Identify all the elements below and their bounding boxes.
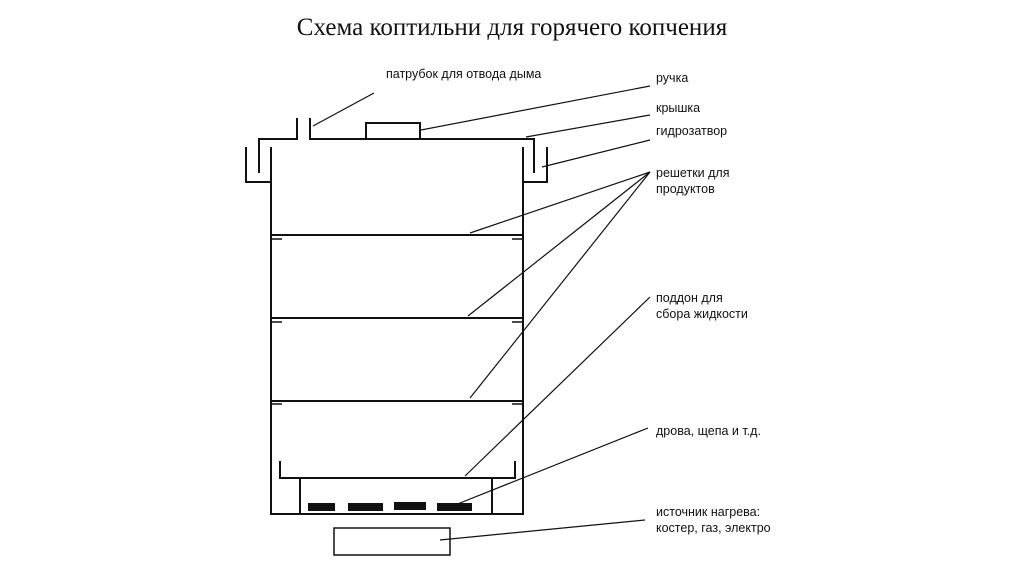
- label-pipe: патрубок для отвода дыма: [386, 67, 542, 81]
- wood-blocks: [308, 502, 472, 511]
- label-grates-line2: продуктов: [656, 182, 715, 196]
- label-grates-line1: решетки для: [656, 166, 730, 180]
- firebox: [299, 478, 493, 514]
- heat-source: [333, 527, 451, 556]
- label-tray-line1: поддон для: [656, 291, 723, 305]
- label-heat-line1: источник нагрева:: [656, 505, 761, 519]
- label-grates: решетки для продуктов: [656, 165, 729, 197]
- lid: [258, 118, 535, 173]
- handle: [365, 122, 421, 140]
- label-lid: крышка: [656, 101, 701, 115]
- smokehouse-body: [270, 147, 524, 515]
- label-handle: ручка: [656, 71, 689, 85]
- leader-lines: [312, 85, 651, 541]
- label-tray-line2: сбора жидкости: [656, 307, 748, 321]
- label-tray: поддон для сбора жидкости: [656, 290, 748, 322]
- drip-tray: [279, 461, 516, 479]
- label-water-seal: гидрозатвор: [656, 124, 728, 138]
- water-seal: [245, 147, 548, 183]
- label-heat-source: источник нагрева: костер, газ, электро: [656, 504, 771, 536]
- diagram-title: Схема коптильни для горячего копчения: [296, 14, 728, 41]
- label-wood: дрова, щепа и т.д.: [656, 424, 761, 438]
- label-heat-line2: костер, газ, электро: [656, 521, 771, 535]
- grates: [271, 234, 523, 405]
